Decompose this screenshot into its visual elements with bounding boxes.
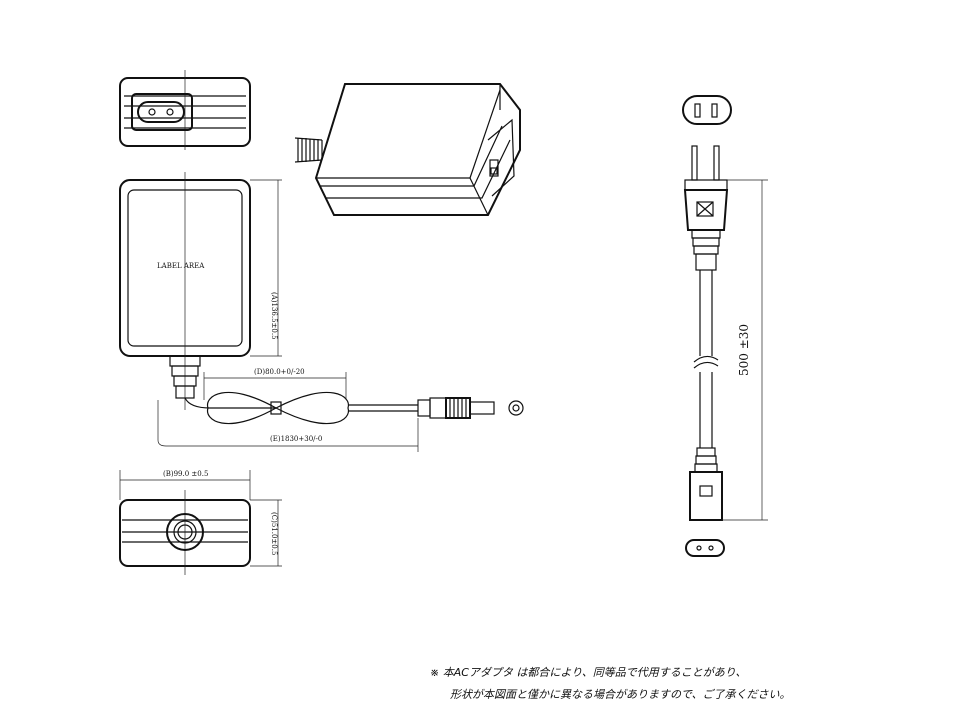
dim-d-label: (D)80.0+0/-20: [254, 368, 305, 376]
ac-plug-face-icon: [682, 95, 732, 125]
note-line-1: ※ 本ACアダプタ は都合により、同等品で代用することがあり、: [430, 666, 747, 679]
ac-plug-icon: [683, 145, 729, 271]
end-view-bottom: (B)99.0 ±0.5 (C)51.0±0.5: [119, 470, 282, 575]
dc-plug-icon: [417, 397, 495, 419]
c7-connector-icon: [689, 447, 723, 521]
dim-cord-label: 500 ±30: [737, 324, 751, 376]
dim-b-label: (B)99.0 ±0.5: [163, 470, 208, 478]
dim-a-label: (A)136.5±0.5: [270, 292, 278, 340]
ac-cord: 500 ±30: [682, 95, 768, 557]
end-view-top: [119, 70, 251, 150]
iec-inlet-icon: [131, 93, 193, 131]
dc-plug-end-icon: [508, 400, 524, 416]
label-area-text: LABEL AREA: [157, 262, 205, 270]
dim-e-label: (E)1830+30/-0: [270, 435, 322, 443]
cable-exit-icon: [166, 513, 204, 551]
strain-relief-icon: [294, 137, 323, 163]
c7-face-icon: [685, 539, 725, 557]
top-view: LABEL AREA (A)136.5±0.5: [119, 172, 282, 410]
isometric-view: [294, 83, 521, 216]
dc-cable: (D)80.0+0/-20 (E)1830+30/-0: [157, 368, 524, 452]
dim-c-label: (C)51.0±0.5: [270, 512, 278, 555]
note-line-2: 形状が本図面と僅かに異なる場合がありますので、ご了承ください。: [450, 688, 791, 701]
